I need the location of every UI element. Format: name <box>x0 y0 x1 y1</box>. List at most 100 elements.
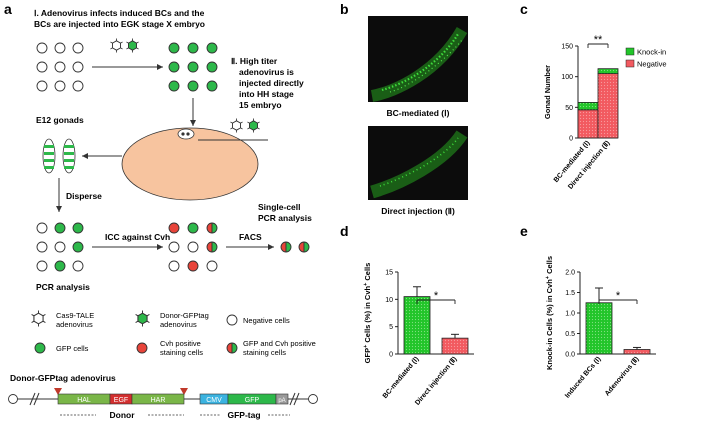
panel-label-d: d <box>340 223 349 239</box>
bar-negative-1 <box>597 73 619 139</box>
significance-marker: ** <box>594 34 603 46</box>
construct-title: Donor-GFPtag adenovirus <box>10 373 116 383</box>
legend-gfp-icon <box>34 342 46 354</box>
gfp-cells-grid <box>168 42 218 92</box>
single-cell-label-line2: PCR analysis <box>258 213 312 223</box>
y-tick-label: 0.5 <box>565 331 575 338</box>
legend-both-icon <box>226 342 238 354</box>
legend-swatch-1 <box>625 59 635 68</box>
legend-donor-line1: Donor-GFPtag <box>160 311 209 320</box>
embryo <box>121 127 259 201</box>
legend-gfp-label: GFP cells <box>56 344 89 353</box>
y-tick-label: 2.0 <box>565 270 575 277</box>
embryo-injection-site <box>177 128 195 140</box>
y-tick-label: 50 <box>565 105 573 112</box>
category-label-1: Adenovirus (Ⅱ) <box>603 355 640 397</box>
stained-cells-grid <box>168 222 218 272</box>
bar-negative-0 <box>577 109 599 139</box>
donor-label: Donor <box>109 410 135 420</box>
pcr-analysis-label: PCR analysis <box>36 282 90 292</box>
legend-both-line1: GFP and Cvh positive <box>243 339 316 348</box>
negative-cells-grid <box>36 42 84 92</box>
chart-e: 0.0 0.5 1.0 1.5 2.0 Knock-in Cells (%) in Cvh… <box>545 256 656 400</box>
step2-text-line1: Ⅱ. High titer <box>231 56 278 66</box>
gonads <box>42 138 76 174</box>
step2-text-line5: 15 embryo <box>239 100 282 110</box>
chart-d: 0 5 10 15 GFP+ Cells (%) in Cvh+ CellsBC-med… <box>363 263 474 407</box>
category-label-0: BC-mediated (Ⅰ) <box>552 139 591 184</box>
e12-gonads-label: E12 gonads <box>36 115 84 125</box>
significance-marker: * <box>616 290 621 302</box>
donor-virus-icon-2 <box>246 118 261 133</box>
pa-label: pA <box>278 398 285 404</box>
y-axis-label: Gonad Number <box>543 65 552 119</box>
y-tick-label: 1.5 <box>565 290 575 297</box>
hal-label: HAL <box>77 397 91 404</box>
y-tick-label: 0 <box>389 352 393 359</box>
step2-text-line4: into HH stage <box>239 89 294 99</box>
bar-knock-in-0 <box>577 102 599 111</box>
step1-text-line1: Ⅰ. Adenovirus infects induced BCs and th… <box>34 8 205 18</box>
y-axis-label: GFP+ Cells (%) in Cvh+ Cells <box>363 263 372 364</box>
y-tick-label: 5 <box>389 324 393 331</box>
legend-donor-line2: adenovirus <box>160 320 197 329</box>
legend-label-0: Knock-in <box>637 48 666 57</box>
legend-swatch-0 <box>625 47 635 56</box>
legend-negative-label: Negative cells <box>243 316 290 325</box>
caption-direct-injection: Direct injection (Ⅱ) <box>381 206 455 216</box>
category-label-0: BC-mediated (Ⅰ) <box>381 355 420 400</box>
category-label-1: Direct injection (Ⅱ) <box>413 355 458 407</box>
legend-cas9-icon <box>31 310 46 327</box>
panel-label-b: b <box>340 1 349 17</box>
dispersed-cells-grid <box>36 222 84 272</box>
step1-text-line2: BCs are injected into EGK stage X embryo <box>34 19 205 29</box>
legend-cvh-line2: staining cells <box>160 348 203 357</box>
bar-knock-in-1 <box>597 68 619 75</box>
legend-label-1: Negative <box>637 60 667 69</box>
y-tick-label: 1.0 <box>565 311 575 318</box>
significance-marker: * <box>434 290 439 302</box>
gfptag-label: GFP-tag <box>227 410 260 420</box>
har-label: HAR <box>151 397 166 404</box>
panel-label-e: e <box>520 223 528 239</box>
step2-text-line2: adenovirus is <box>239 67 294 77</box>
legend-donor-icon <box>135 310 150 327</box>
cas9-virus-icon <box>109 38 124 53</box>
legend-cvh-line1: Cvh positive <box>160 339 201 348</box>
y-tick-label: 100 <box>561 74 573 81</box>
step2-text-line3: injected directly <box>239 78 304 88</box>
har-box <box>131 393 185 405</box>
gfp-box-label: GFP <box>245 397 260 404</box>
y-tick-label: 0 <box>569 136 573 143</box>
y-axis-label: Knock-in Cells (%) in Cvh+ Cells <box>545 256 554 370</box>
legend-cvh-icon <box>136 342 148 354</box>
legend-cas9-line2: adenovirus <box>56 320 93 329</box>
panel-label-a: a <box>4 1 12 17</box>
bar-0 <box>585 302 613 355</box>
panel-label-c: c <box>520 1 528 17</box>
icc-label: ICC against Cvh <box>105 232 170 242</box>
sorted-cells <box>280 241 310 253</box>
y-tick-label: 15 <box>385 270 393 277</box>
single-cell-label-line1: Single-cell <box>258 202 301 212</box>
y-tick-label: 150 <box>561 44 573 51</box>
bar-0 <box>403 296 431 355</box>
y-tick-label: 10 <box>385 297 393 304</box>
cas9-virus-icon-2 <box>229 118 244 133</box>
category-label-0: Induced BCs (Ⅰ) <box>563 355 602 400</box>
bar-1 <box>623 349 651 355</box>
pa-box <box>275 393 289 405</box>
legend-cas9-line1: Cas9-TALE <box>56 311 94 320</box>
bar-1 <box>441 337 469 355</box>
legend-negative-icon <box>226 314 238 326</box>
legend-both-line2: staining cells <box>243 348 286 357</box>
egf-label: EGF <box>114 397 128 404</box>
y-tick-label: 0.0 <box>565 352 575 359</box>
facs-label: FACS <box>239 232 262 242</box>
caption-bc-mediated: BC-mediated (Ⅰ) <box>387 108 450 118</box>
cmv-label: CMV <box>206 397 222 404</box>
disperse-label: Disperse <box>66 191 102 201</box>
donor-virus-icon <box>125 38 140 53</box>
